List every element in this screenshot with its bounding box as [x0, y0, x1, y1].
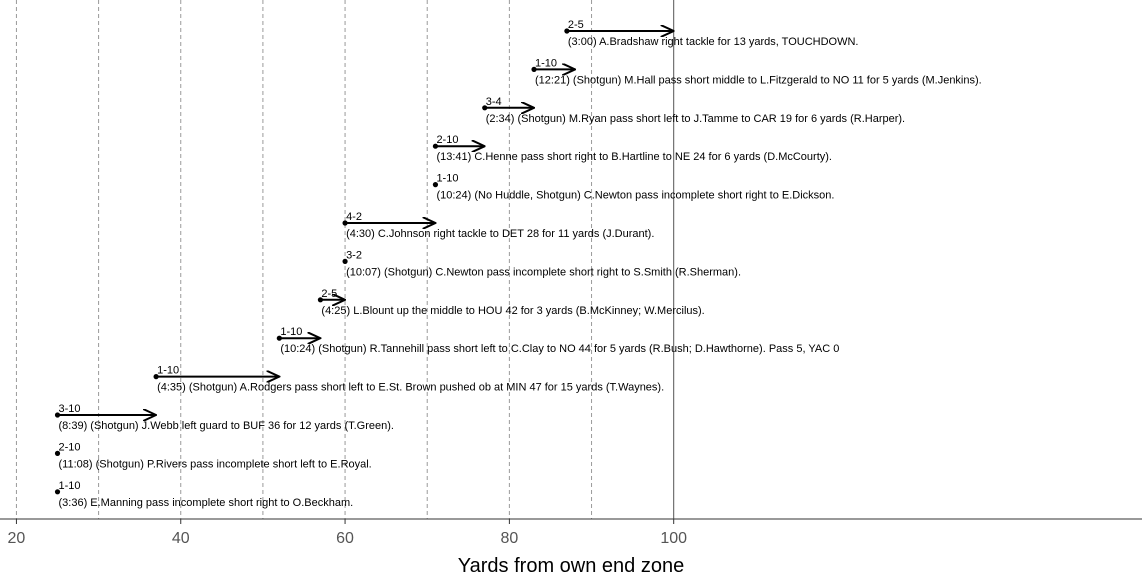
down-distance-label: 2-10 — [59, 441, 81, 453]
down-distance-label: 1-10 — [280, 326, 302, 338]
play-row: 3-10 (8:39) (Shotgun) J.Webb left guard t… — [54, 403, 394, 432]
x-axis-ticks: 20 40 60 80 100 — [8, 519, 687, 547]
play-description: (10:24) (Shotgun) R.Tannehill pass short… — [280, 343, 839, 355]
play-row: 3-2 (10:07) (Shotgun) C.Newton pass incom… — [342, 249, 741, 278]
play-description: (4:35) (Shotgun) A.Rodgers pass short le… — [157, 382, 664, 394]
down-distance-label: 1-10 — [436, 173, 458, 185]
down-distance-label: 3-4 — [486, 96, 502, 108]
down-distance-label: 1-10 — [59, 480, 81, 492]
down-distance-label: 4-2 — [346, 211, 362, 223]
plays: 2-5 (3:00) A.Bradshaw right tackle for 13… — [54, 19, 982, 509]
play-row: 1-10 (4:35) (Shotgun) A.Rodgers pass shor… — [153, 365, 664, 394]
x-axis-title: Yards from own end zone — [458, 555, 684, 577]
play-start-point — [342, 220, 348, 226]
down-distance-label: 2-5 — [568, 19, 584, 31]
play-start-point — [54, 489, 61, 495]
play-row: 1-10 (3:36) E.Manning pass incomplete sho… — [54, 480, 354, 509]
play-start-point — [564, 28, 570, 34]
play-start-point — [317, 297, 324, 303]
x-tick-label: 80 — [500, 530, 518, 547]
play-description: (10:07) (Shotgun) C.Newton pass incomple… — [346, 266, 741, 278]
play-row: 1-10 (10:24) (Shotgun) R.Tannehill pass s… — [276, 326, 839, 355]
play-description: (3:36) E.Manning pass incomplete short r… — [59, 497, 354, 509]
play-start-point — [482, 105, 488, 111]
play-row: 2-10 (11:08) (Shotgun) P.Rivers pass inco… — [54, 441, 372, 470]
play-start-point — [531, 66, 537, 72]
play-description: (4:30) C.Johnson right tackle to DET 28 … — [346, 228, 654, 240]
down-distance-label: 1-10 — [157, 365, 179, 377]
play-description: (3:00) A.Bradshaw right tackle for 13 ya… — [568, 36, 859, 48]
down-distance-label: 2-5 — [321, 288, 337, 300]
play-start-point — [54, 412, 61, 418]
play-description: (10:24) (No Huddle, Shotgun) C.Newton pa… — [436, 190, 834, 202]
play-start-point — [276, 335, 282, 341]
play-description: (11:08) (Shotgun) P.Rivers pass incomple… — [59, 458, 372, 470]
play-start-point — [54, 450, 61, 456]
play-start-point — [153, 374, 159, 380]
x-tick-label: 40 — [172, 530, 190, 547]
play-description: (4:25) L.Blount up the middle to HOU 42 … — [321, 305, 704, 317]
play-description: (2:34) (Shotgun) M.Ryan pass short left … — [486, 113, 905, 125]
down-distance-label: 3-2 — [346, 249, 362, 261]
play-row: 4-2 (4:30) C.Johnson right tackle to DET … — [342, 211, 654, 240]
x-tick-label: 60 — [336, 530, 354, 547]
play-start-point — [432, 143, 439, 149]
play-description: (12:21) (Shotgun) M.Hall pass short midd… — [535, 74, 982, 86]
play-description: (8:39) (Shotgun) J.Webb left guard to BU… — [59, 420, 394, 432]
play-start-point — [432, 182, 439, 188]
x-tick-label: 100 — [660, 530, 687, 547]
play-row: 3-4 (2:34) (Shotgun) M.Ryan pass short le… — [482, 96, 905, 125]
play-start-point — [342, 258, 348, 264]
play-row: 2-10 (13:41) C.Henne pass short right to … — [432, 134, 832, 163]
down-distance-label: 2-10 — [436, 134, 458, 146]
x-tick-label: 20 — [8, 530, 26, 547]
play-row: 1-10 (12:21) (Shotgun) M.Hall pass short … — [531, 57, 982, 86]
play-row: 1-10 (10:24) (No Huddle, Shotgun) C.Newto… — [432, 173, 834, 202]
down-distance-label: 1-10 — [535, 57, 557, 69]
play-row: 2-5 (3:00) A.Bradshaw right tackle for 13… — [564, 19, 858, 48]
play-description: (13:41) C.Henne pass short right to B.Ha… — [436, 151, 832, 163]
down-distance-label: 3-10 — [59, 403, 81, 415]
play-row: 2-5 (4:25) L.Blount up the middle to HOU … — [317, 288, 705, 317]
